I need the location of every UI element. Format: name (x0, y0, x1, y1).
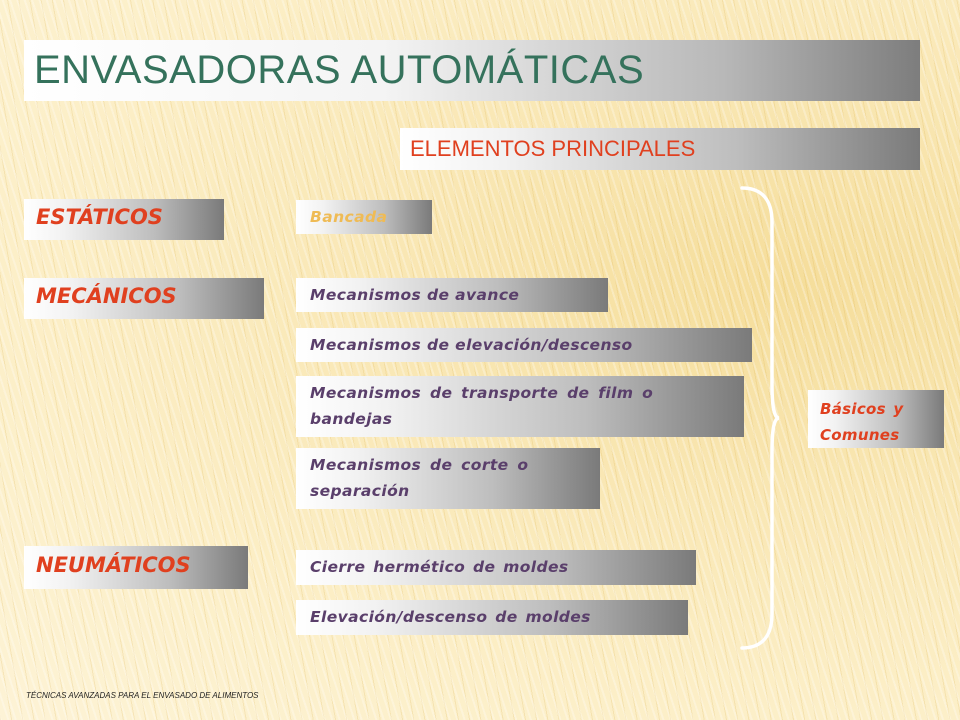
item-bancada: Bancada (296, 200, 432, 234)
item-label: Mecanismos de elevación/descenso (310, 336, 633, 354)
item-mecanismos-avance: Mecanismos de avance (296, 278, 608, 312)
footer-text: TÉCNICAS AVANZADAS PARA EL ENVASADO DE A… (26, 691, 259, 700)
item-label: Mecanismos de corte o separación (310, 456, 529, 500)
note-basicos-comunes: Básicos y Comunes (808, 390, 944, 448)
subtitle-bar: ELEMENTOS PRINCIPALES (400, 128, 920, 170)
right-curly-brace (740, 186, 780, 650)
slide-title: ENVASADORAS AUTOMÁTICAS (34, 48, 645, 92)
item-mecanismos-corte: Mecanismos de corte o separación (296, 448, 600, 509)
item-cierre-hermetico: Cierre hermético de moldes (296, 550, 696, 585)
title-bar: ENVASADORAS AUTOMÁTICAS (24, 40, 920, 101)
slide-subtitle: ELEMENTOS PRINCIPALES (410, 136, 696, 161)
category-label: ESTÁTICOS (36, 205, 163, 229)
item-label: Mecanismos de avance (310, 286, 520, 304)
item-label: Cierre hermético de moldes (310, 558, 569, 576)
category-estaticos: ESTÁTICOS (24, 199, 224, 240)
category-label: NEUMÁTICOS (36, 553, 191, 577)
item-mecanismos-elevacion: Mecanismos de elevación/descenso (296, 328, 752, 362)
item-elevacion-moldes: Elevación/descenso de moldes (296, 600, 688, 635)
category-mecanicos: MECÁNICOS (24, 278, 264, 319)
category-neumaticos: NEUMÁTICOS (24, 546, 248, 589)
note-label: Básicos y Comunes (820, 400, 904, 444)
category-label: MECÁNICOS (36, 284, 177, 308)
item-label: Mecanismos de transporte de film o bande… (310, 384, 654, 428)
item-mecanismos-transporte: Mecanismos de transporte de film o bande… (296, 376, 744, 437)
item-label: Elevación/descenso de moldes (310, 608, 591, 626)
item-label: Bancada (310, 208, 388, 226)
